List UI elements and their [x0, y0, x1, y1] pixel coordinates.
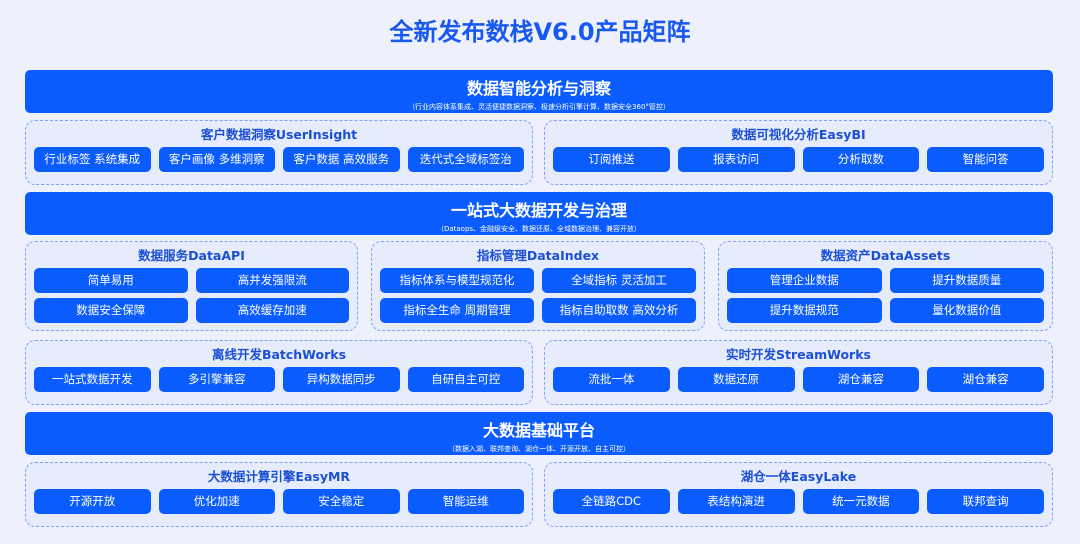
feature-item[interactable]: 全域指标 灵活加工 [542, 268, 696, 293]
band-subtitle: （行业内容体系集成、灵活便捷数据洞察、极速分析引擎计算、数据安全360°管控） [408, 103, 670, 111]
band-subtitle: （Dataops、金融级安全、数据还原、全域数据治理、兼容开放） [436, 225, 642, 233]
band-analytics: 数据智能分析与洞察 （行业内容体系集成、灵活便捷数据洞察、极速分析引擎计算、数据… [25, 70, 1053, 113]
feature-item[interactable]: 全链路CDC [553, 489, 670, 514]
feature-item[interactable]: 统一元数据 [802, 489, 920, 514]
band-subtitle: （数据入湖、联邦查询、湖仓一体、开源开放、自主可控） [448, 445, 630, 453]
page-title: 全新发布数栈V6.0产品矩阵 [389, 18, 691, 46]
module-easylake: 湖仓一体EasyLake 全链路CDC 表结构演进统一元数据联邦查询 [544, 462, 1053, 527]
module-title: 数据服务DataAPI [138, 248, 245, 263]
module-dataindex: 指标管理DataIndex 指标体系与模型规范化全域指标 灵活加工指标全生命 周期… [371, 241, 705, 331]
feature-item[interactable]: 自研自主可控 [407, 367, 524, 392]
feature-item[interactable]: 高效缓存加速 [195, 298, 349, 323]
feature-item[interactable]: 迭代式全域标签治 [407, 147, 524, 172]
band-dev-governance: 一站式大数据开发与治理 （Dataops、金融级安全、数据还原、全域数据治理、兼… [25, 192, 1053, 235]
band-title: 大数据基础平台 [482, 421, 595, 440]
module-title: 湖仓一体EasyLake [740, 469, 857, 484]
module-title: 实时开发StreamWorks [726, 347, 871, 362]
feature-item[interactable]: 优化加速 [158, 489, 275, 514]
feature-item[interactable]: 流批一体 [553, 367, 670, 392]
band-title: 数据智能分析与洞察 [466, 79, 611, 98]
band-title: 一站式大数据开发与治理 [450, 201, 627, 220]
feature-item[interactable]: 管理企业数据 [727, 268, 882, 293]
module-batchworks: 离线开发BatchWorks 一站式数据开发多引擎兼容异构数据同步自研自主可控 [25, 340, 533, 405]
feature-item[interactable]: 提升数据质量 [889, 268, 1044, 293]
module-easymr: 大数据计算引擎EasyMR 开源开放优化加速安全稳定智能运维 [25, 462, 533, 527]
module-easybi: 数据可视化分析EasyBI 订阅推送报表访问分析取数智能问答 [544, 120, 1053, 185]
feature-item[interactable]: 客户数据 高效服务 [283, 147, 400, 172]
feature-item[interactable]: 智能运维 [407, 489, 524, 514]
feature-item[interactable]: 简单易用 [34, 268, 188, 293]
module-title: 数据资产DataAssets [820, 248, 951, 263]
feature-item[interactable]: 表结构演进 [677, 489, 795, 514]
band-platform: 大数据基础平台 （数据入湖、联邦查询、湖仓一体、开源开放、自主可控） [25, 412, 1053, 455]
feature-item[interactable]: 数据还原 [677, 367, 795, 392]
feature-item[interactable]: 湖仓兼容 [802, 367, 920, 392]
feature-item[interactable]: 报表访问 [677, 147, 795, 172]
feature-item[interactable]: 分析取数 [802, 147, 920, 172]
module-title: 指标管理DataIndex [476, 248, 600, 263]
feature-item[interactable]: 开源开放 [34, 489, 151, 514]
feature-item[interactable]: 智能问答 [927, 147, 1044, 172]
feature-item[interactable]: 量化数据价值 [889, 298, 1044, 323]
module-dataapi: 数据服务DataAPI 简单易用高并发强限流数据安全保障高效缓存加速 [25, 241, 358, 331]
feature-item[interactable]: 指标全生命 周期管理 [380, 298, 534, 323]
feature-item[interactable]: 行业标签 系统集成 [34, 147, 151, 172]
feature-item[interactable]: 湖仓兼容 [927, 367, 1044, 392]
module-title: 离线开发BatchWorks [211, 347, 347, 362]
feature-item[interactable]: 客户画像 多维洞察 [158, 147, 275, 172]
feature-item[interactable]: 订阅推送 [553, 147, 670, 172]
module-userinsight: 客户数据洞察UserInsight 行业标签 系统集成客户画像 多维洞察客户数据 … [25, 120, 533, 185]
feature-item[interactable]: 提升数据规范 [727, 298, 882, 323]
feature-item[interactable]: 指标体系与模型规范化 [380, 268, 534, 293]
module-title: 数据可视化分析EasyBI [731, 127, 866, 142]
feature-item[interactable]: 多引擎兼容 [158, 367, 275, 392]
feature-item[interactable]: 联邦查询 [927, 489, 1044, 514]
feature-item[interactable]: 数据安全保障 [34, 298, 188, 323]
feature-item[interactable]: 高并发强限流 [195, 268, 349, 293]
feature-item[interactable]: 异构数据同步 [283, 367, 400, 392]
module-title: 大数据计算引擎EasyMR [207, 469, 351, 484]
module-dataassets: 数据资产DataAssets 管理企业数据提升数据质量提升数据规范量化数据价值 [718, 241, 1053, 331]
feature-item[interactable]: 一站式数据开发 [34, 367, 151, 392]
feature-item[interactable]: 指标自助取数 高效分析 [542, 298, 696, 323]
module-title: 客户数据洞察UserInsight [200, 127, 358, 142]
feature-item[interactable]: 安全稳定 [283, 489, 400, 514]
